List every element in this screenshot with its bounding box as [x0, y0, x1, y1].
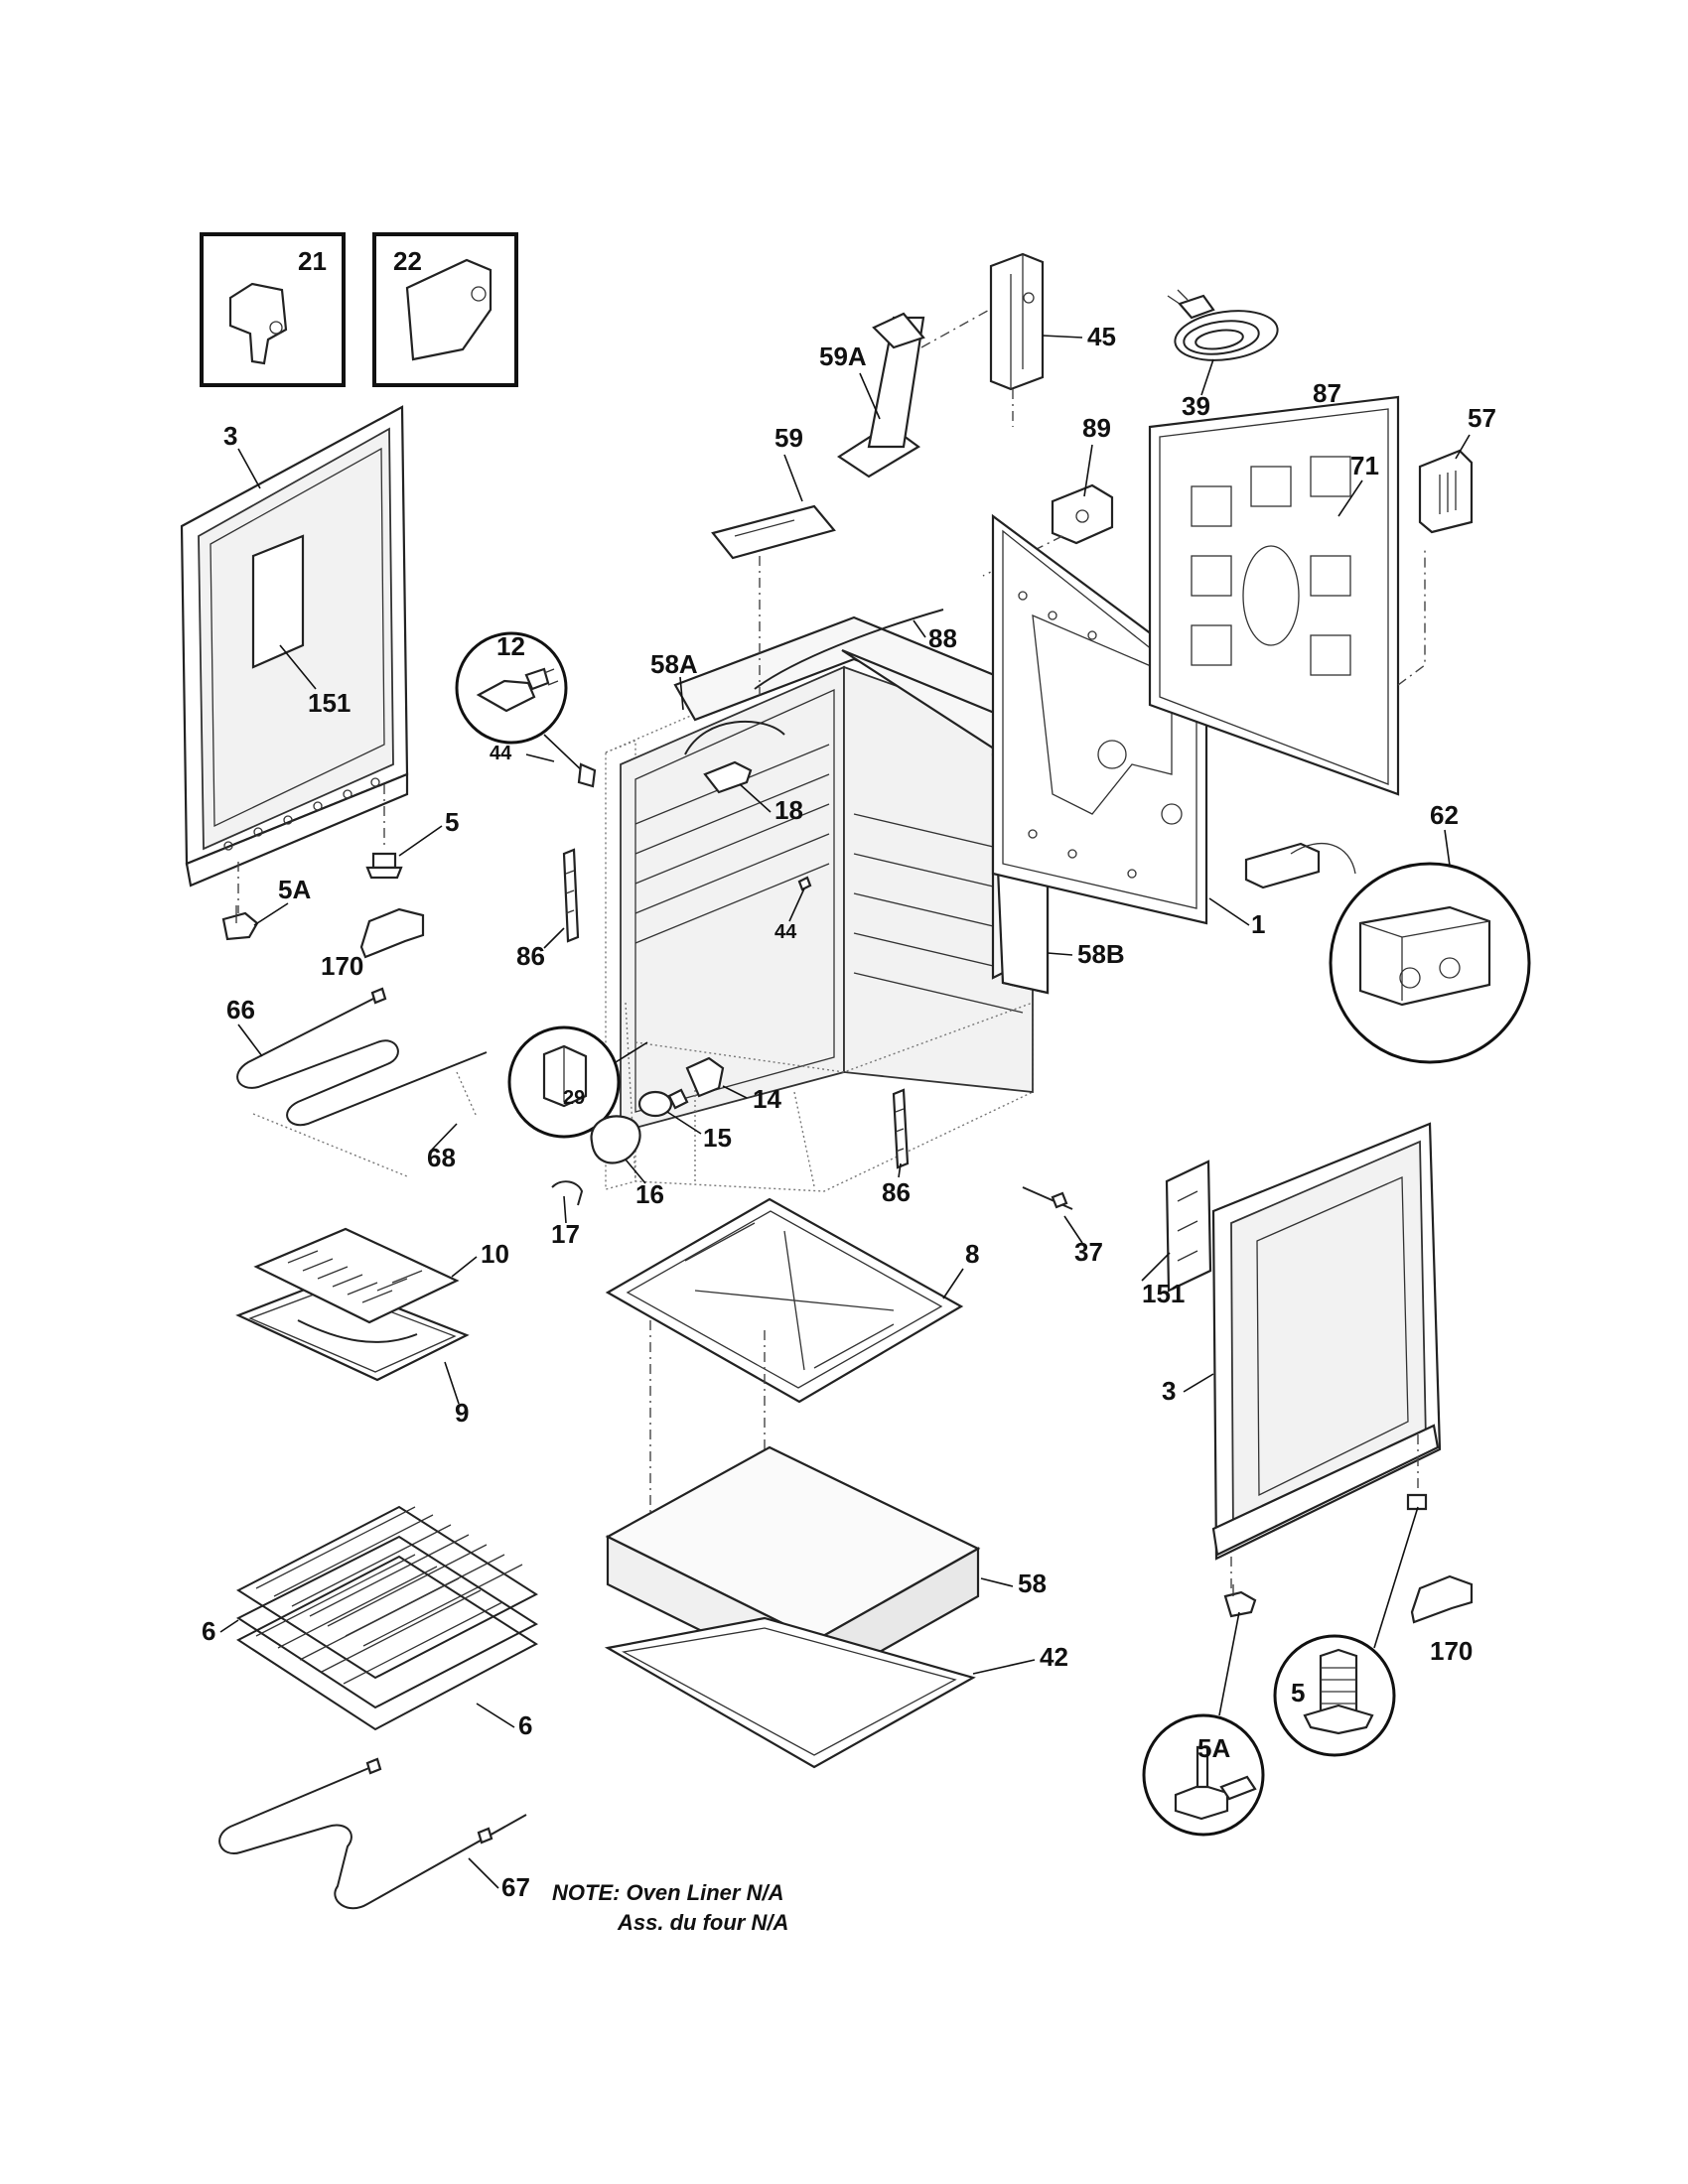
label-71: 71 — [1350, 451, 1379, 480]
lens-clip-17: 17 — [551, 1180, 584, 1249]
label-5a-right: 5A — [1197, 1733, 1230, 1763]
bake-element-67: 67 — [218, 1757, 530, 1910]
label-59a: 59A — [819, 341, 867, 371]
light-lens-16: 16 — [590, 1115, 664, 1209]
label-37: 37 — [1074, 1237, 1103, 1267]
element-fixture-18: 18 44 — [703, 760, 812, 943]
label-59: 59 — [774, 423, 803, 453]
rear-access-panel-71: 71 — [1148, 395, 1426, 796]
broil-grid-10: 10 — [253, 1227, 509, 1324]
label-5-left: 5 — [445, 807, 459, 837]
side-panel-right: 151 3 — [1141, 1122, 1442, 1588]
label-6-upper: 6 — [202, 1616, 215, 1646]
label-62: 62 — [1430, 800, 1459, 830]
note-line-2: Ass. du four N/A — [617, 1910, 788, 1935]
label-22: 22 — [393, 246, 422, 276]
wire-shield-68: 68 — [252, 1071, 478, 1177]
leveling-leg-right — [1223, 1493, 1428, 1618]
oven-rack-upper: 6 — [202, 1505, 539, 1680]
rack-guide-86-lower: 86 — [882, 1088, 911, 1207]
label-21: 21 — [298, 246, 327, 276]
label-39: 39 — [1182, 391, 1210, 421]
label-18: 18 — [774, 795, 803, 825]
label-88: 88 — [928, 623, 957, 653]
terminal-block-62: 62 — [1244, 800, 1531, 1064]
label-42: 42 — [1040, 1642, 1068, 1672]
label-3-right: 3 — [1162, 1376, 1176, 1406]
label-3-left: 3 — [223, 421, 237, 451]
label-151-left: 151 — [308, 688, 351, 718]
anti-tip-bracket-right: 170 — [1410, 1574, 1473, 1666]
label-58: 58 — [1018, 1569, 1047, 1598]
detail-circle-5-right: 5 — [1273, 1506, 1419, 1757]
label-44-a: 44 — [490, 743, 512, 764]
vent-duct-45: 45 — [989, 252, 1116, 427]
label-87: 87 — [1313, 378, 1341, 408]
inset-box-22: 22 — [372, 232, 518, 387]
inset-box-21: 21 — [200, 232, 346, 387]
label-66: 66 — [226, 995, 255, 1024]
anti-tip-bracket-left: 170 — [321, 907, 425, 981]
label-151-right: 151 — [1142, 1279, 1185, 1308]
light-receptacle-14: 14 — [685, 1056, 781, 1114]
detail-circle-29: 29 — [507, 1025, 648, 1139]
label-29: 29 — [563, 1087, 585, 1109]
bottom-tray-42: 42 — [604, 1616, 1068, 1769]
note-line-1: NOTE: Oven Liner N/A — [552, 1880, 783, 1905]
label-5-right: 5 — [1291, 1678, 1305, 1707]
power-cord-39: 39 — [1167, 289, 1279, 421]
label-6-lower: 6 — [518, 1710, 532, 1740]
label-45: 45 — [1087, 322, 1116, 351]
light-bulb-15: 15 — [637, 1088, 732, 1153]
broil-element-66: 66 — [226, 987, 488, 1127]
vent-duct-59a: 59A — [819, 307, 994, 478]
label-89: 89 — [1082, 413, 1111, 443]
side-panel-left: 3 151 — [180, 405, 409, 887]
leveling-leg-left: 5 5A — [221, 784, 459, 941]
bracket-89: 89 — [982, 413, 1114, 577]
note: NOTE: Oven Liner N/A Ass. du four N/A — [552, 1880, 788, 1935]
label-44-b: 44 — [774, 921, 797, 943]
broil-pan-9: 9 — [235, 1279, 470, 1428]
wire-88: 88 — [754, 609, 957, 690]
vent-duct-59: 59 — [711, 423, 836, 695]
label-10: 10 — [481, 1239, 509, 1269]
label-14: 14 — [753, 1084, 781, 1114]
detail-circle-5a-right: 5A — [1142, 1611, 1265, 1837]
label-86-upper: 86 — [516, 941, 545, 971]
rack-guide-86-upper: 86 — [516, 848, 580, 971]
label-68: 68 — [427, 1143, 456, 1172]
label-86-lower: 86 — [882, 1177, 911, 1207]
label-8: 8 — [965, 1239, 979, 1269]
label-16: 16 — [635, 1179, 664, 1209]
label-12: 12 — [496, 631, 525, 661]
oven-rack-lower: 6 — [236, 1535, 539, 1740]
label-17: 17 — [551, 1219, 580, 1249]
label-5a-left: 5A — [278, 875, 311, 904]
label-170-right: 170 — [1430, 1636, 1473, 1666]
label-57: 57 — [1468, 403, 1496, 433]
label-9: 9 — [455, 1398, 469, 1428]
label-1: 1 — [1251, 909, 1265, 939]
sensor-37: 37 — [1022, 1186, 1103, 1267]
label-58b: 58B — [1077, 939, 1125, 969]
label-58a: 58A — [650, 649, 698, 679]
label-15: 15 — [703, 1123, 732, 1153]
detail-circle-12: 12 44 — [455, 631, 597, 788]
cover-57: 57 — [1418, 403, 1496, 534]
label-67: 67 — [501, 1872, 530, 1902]
label-170-left: 170 — [321, 951, 363, 981]
